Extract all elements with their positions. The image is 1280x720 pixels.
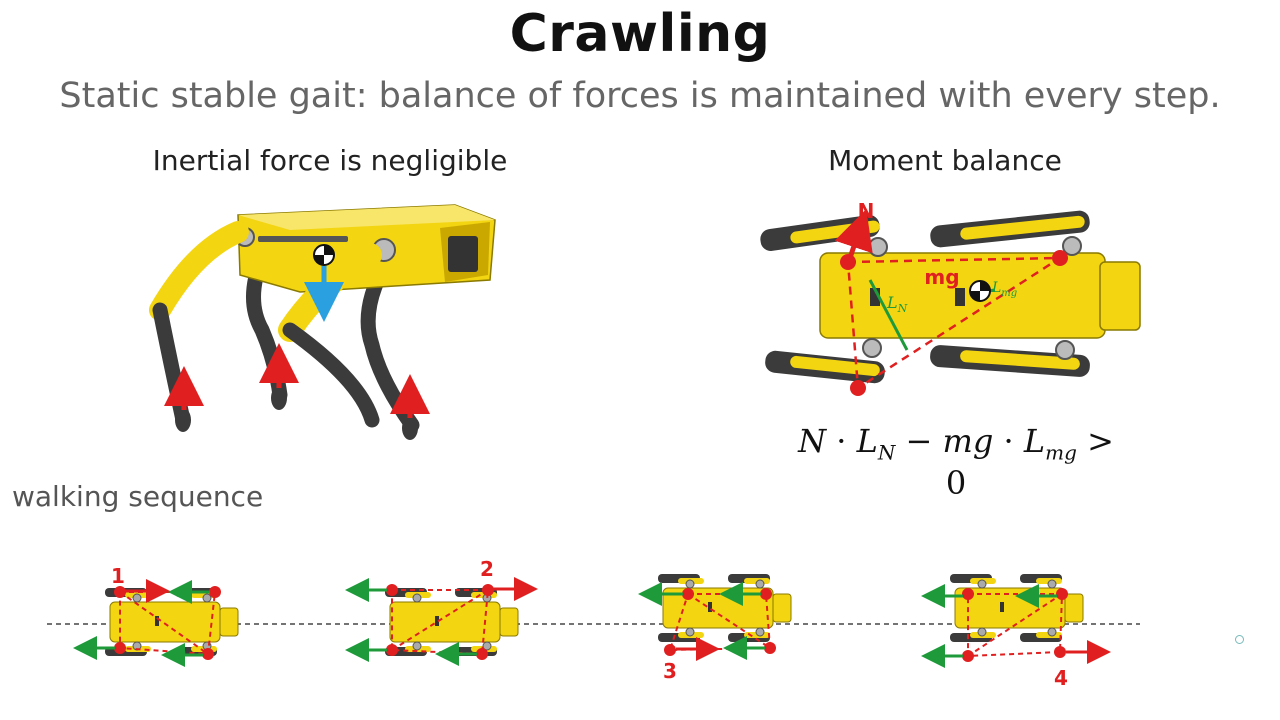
normal-force-label: N xyxy=(858,199,875,223)
slide-subtitle: Static stable gait: balance of forces is… xyxy=(59,76,1221,116)
slide-indicator-dot[interactable] xyxy=(1235,635,1244,644)
moment-equation: N · LN − mg · Lmg > 0 xyxy=(786,422,1126,502)
sequence-step-3: 3 xyxy=(638,573,792,683)
step-label-2: 2 xyxy=(480,557,494,581)
step-label-4: 4 xyxy=(1054,666,1068,690)
eq-mg: mg xyxy=(942,422,994,460)
robot-top-view: N mg LN Lmg xyxy=(760,199,1141,396)
step-label-1: 1 xyxy=(111,564,125,588)
inertial-force-heading: Inertial force is negligible xyxy=(152,144,508,177)
normal-force-arrow xyxy=(834,209,873,259)
eq-zero: 0 xyxy=(945,464,967,503)
eq-n: N xyxy=(798,422,827,460)
sequence-step-4: 4 xyxy=(921,573,1111,690)
sequence-step-1: 1 xyxy=(73,564,239,667)
weight-label: mg xyxy=(924,265,959,289)
walking-sequence-label: walking sequence xyxy=(12,480,264,513)
lever-mg-label: Lmg xyxy=(991,280,1017,299)
eq-dot-2: · xyxy=(1003,422,1014,460)
eq-l2: Lmg xyxy=(1023,422,1077,465)
sequence-step-2: 2 xyxy=(345,557,538,666)
robot-side-view xyxy=(149,204,496,440)
lever-arm-n xyxy=(868,279,909,351)
slide-title: Crawling xyxy=(509,4,771,64)
eq-l1: LN xyxy=(856,422,896,465)
eq-dot-1: · xyxy=(836,422,847,460)
eq-gt: > xyxy=(1087,422,1114,460)
lever-n-label: LN xyxy=(886,293,908,315)
step-label-3: 3 xyxy=(663,659,677,683)
moment-balance-heading: Moment balance xyxy=(828,144,1062,177)
eq-minus: − xyxy=(905,422,933,460)
